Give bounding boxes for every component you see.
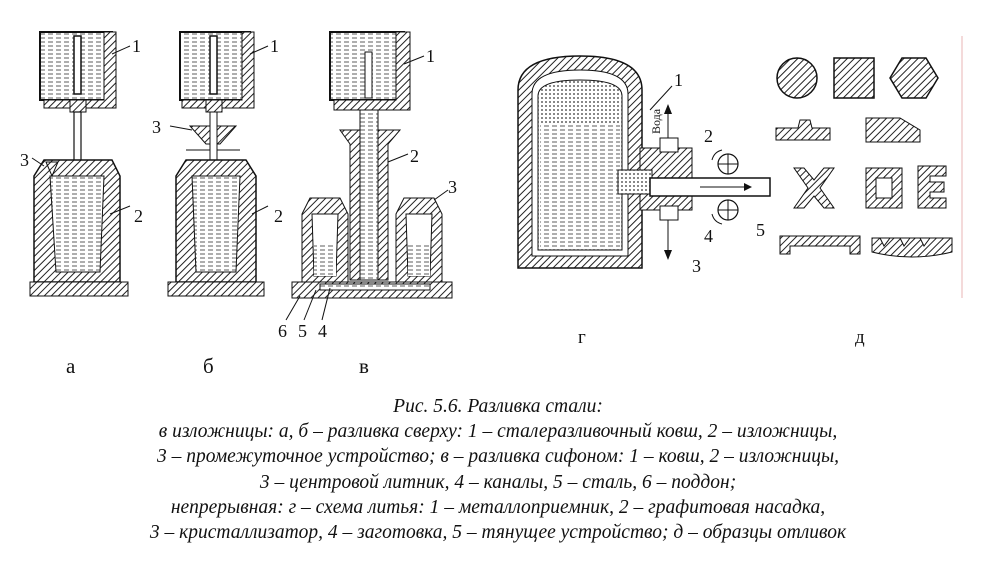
callout-2: 2 <box>274 206 283 226</box>
panel-b: 1 2 3 б <box>152 31 283 378</box>
caption-line: в изложницы: а, б – разливка сверху: 1 –… <box>158 421 838 443</box>
callout-3: 3 <box>152 117 161 137</box>
panel-v: 1 2 3 6 5 4 в <box>278 31 457 378</box>
round-sample <box>776 57 818 99</box>
flow-arrow <box>700 183 752 191</box>
callout-4: 4 <box>318 321 327 341</box>
callout-3: 3 <box>692 256 701 276</box>
bottom-plate <box>291 281 453 299</box>
callout-1: 1 <box>132 36 141 56</box>
callout-5: 5 <box>756 220 765 240</box>
base-plate <box>167 281 265 297</box>
callout-1: 1 <box>674 70 683 90</box>
caption-line: 3 – промежуточное устройство; в – разлив… <box>156 446 840 468</box>
caption-line: Рис. 5.6. Разливка стали: <box>393 396 603 417</box>
metal-receiver <box>517 55 643 269</box>
panel-v-letter: в <box>359 354 369 378</box>
ingot-mould <box>33 159 121 283</box>
water-label: Вода <box>649 108 663 134</box>
caption-line: 3 – центровой литник, 4 – каналы, 5 – ст… <box>259 471 737 493</box>
ladle <box>329 31 411 111</box>
callout-2: 2 <box>410 146 419 166</box>
wedge-sample <box>865 117 921 143</box>
pulling-rolls <box>711 149 739 225</box>
o-sample <box>865 167 903 209</box>
panel-b-letter: б <box>203 354 214 378</box>
x-sample <box>793 167 835 209</box>
steel-casting-figure: 1 2 3 а 1 2 3 б <box>20 31 963 378</box>
mould-left <box>301 197 349 283</box>
callout-1: 1 <box>426 46 435 66</box>
callout-3: 3 <box>20 150 29 170</box>
figure-caption: Рис. 5.6. Разливка стали: в изложницы: а… <box>0 394 996 545</box>
callout-4: 4 <box>704 226 713 246</box>
callout-5: 5 <box>298 321 307 341</box>
ladle <box>39 31 117 113</box>
callout-6: 6 <box>278 321 287 341</box>
graphite-nozzle <box>617 169 653 195</box>
rail-sample <box>775 119 831 141</box>
panel-g-letter: г <box>578 327 586 348</box>
callout-2: 2 <box>134 206 143 226</box>
e-sample <box>917 165 947 209</box>
panel-d-letter: д <box>855 327 865 348</box>
callout-1: 1 <box>270 36 279 56</box>
callout-3: 3 <box>448 177 457 197</box>
hexagon-sample <box>889 57 939 99</box>
base-plate <box>29 281 129 297</box>
callout-2: 2 <box>704 126 713 146</box>
caption-line: 3 – кристаллизатор, 4 – заготовка, 5 – т… <box>149 522 847 544</box>
panel-a-letter: а <box>66 354 76 378</box>
caption-line: непрерывная: г – схема литья: 1 – металл… <box>170 496 826 518</box>
ingot-mould <box>175 159 257 283</box>
channel-sample <box>779 235 861 255</box>
mould-right <box>395 197 443 283</box>
square-sample <box>833 57 875 99</box>
panel-d: д <box>775 57 953 348</box>
panel-g: Вода 1 2 3 4 5 г <box>517 55 771 348</box>
panel-a: 1 2 3 а <box>20 31 143 378</box>
central-runner <box>339 109 402 281</box>
ladle <box>179 31 255 113</box>
arched-sample <box>871 237 953 258</box>
